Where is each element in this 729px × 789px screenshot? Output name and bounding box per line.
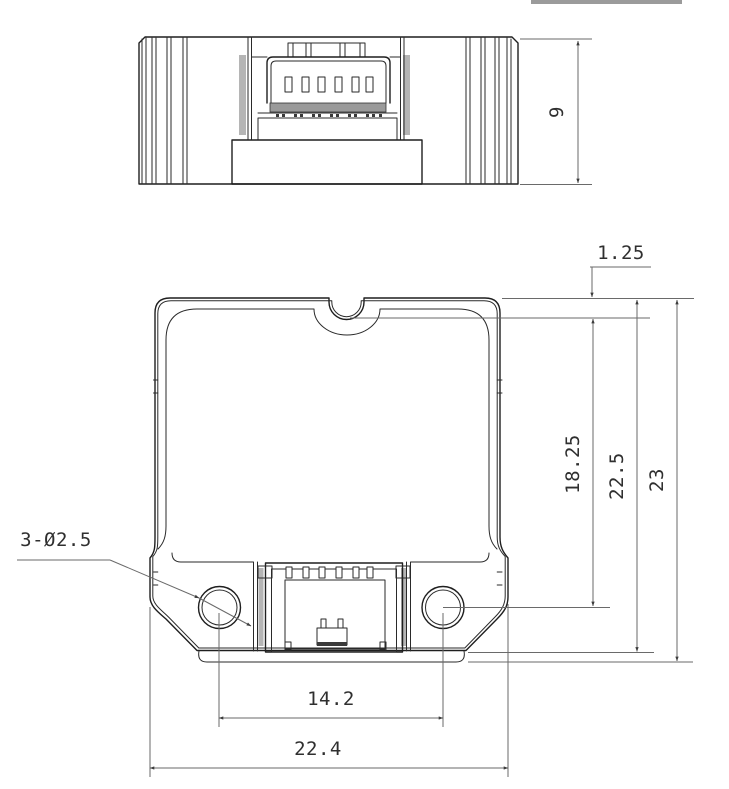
tab-tops: [171, 552, 490, 563]
side-view: [138, 36, 519, 185]
recess-shade-left: [239, 55, 246, 135]
side-view-body: [138, 36, 519, 185]
dim-18-25-label: 18.25: [562, 434, 584, 494]
window-fragment: [531, 0, 682, 4]
front-outline-inner-offset: [152, 300, 506, 649]
leader-arrow-2: [198, 597, 252, 627]
holes-callout-label: 3-Ø2.5: [20, 529, 92, 551]
front-view: [149, 297, 509, 663]
ext-lines-top: [350, 298, 694, 319]
ext-lines-22-4: [149, 604, 509, 777]
solder-dots: [276, 114, 382, 117]
ext-lines-14-2: [218, 613, 444, 727]
dimensions: 9 1.25 18.25 22.5 23 3-Ø2.5 14.2 22.4: [17, 38, 694, 777]
front-recess-shade-right: [401, 568, 406, 646]
clip-left: [257, 565, 273, 579]
base-step: [231, 139, 423, 185]
bottom-step: [198, 650, 465, 663]
dim-22-4-label: 22.4: [294, 738, 342, 760]
recess-shade-right: [403, 55, 410, 135]
connector-front: [257, 562, 411, 653]
leader-arrow-1: [109, 559, 200, 599]
dim-23-label: 23: [646, 468, 668, 492]
dim-1-25-label: 1.25: [597, 242, 645, 264]
pin-slots: [284, 76, 374, 93]
connector-pins: [285, 566, 374, 579]
clip-right: [395, 565, 411, 579]
socket-foot-right: [379, 641, 387, 651]
side-view-ribs-right: [465, 36, 512, 185]
ext-lines-9: [520, 38, 592, 185]
socket-foot-left: [284, 641, 292, 651]
connector-cap: [287, 42, 366, 58]
dim-9-label: 9: [546, 106, 568, 118]
pcb-strip: [269, 102, 387, 113]
dim-22-5-label: 22.5: [606, 452, 628, 500]
side-view-ribs-left: [141, 36, 188, 185]
dim-14-2-label: 14.2: [307, 688, 355, 710]
front-recess-walls: [253, 561, 411, 652]
parting-lines: [153, 379, 503, 586]
connector-pedestal: [257, 112, 398, 141]
recess-walls: [247, 36, 405, 141]
connector-housing-side: [266, 56, 391, 104]
latch: [316, 618, 348, 646]
socket-opening: [284, 579, 386, 650]
front-outline-outer: [149, 297, 509, 652]
front-inner-face: [157, 308, 498, 550]
front-recess-shade-left: [258, 568, 264, 646]
mounting-holes: [197, 585, 465, 630]
